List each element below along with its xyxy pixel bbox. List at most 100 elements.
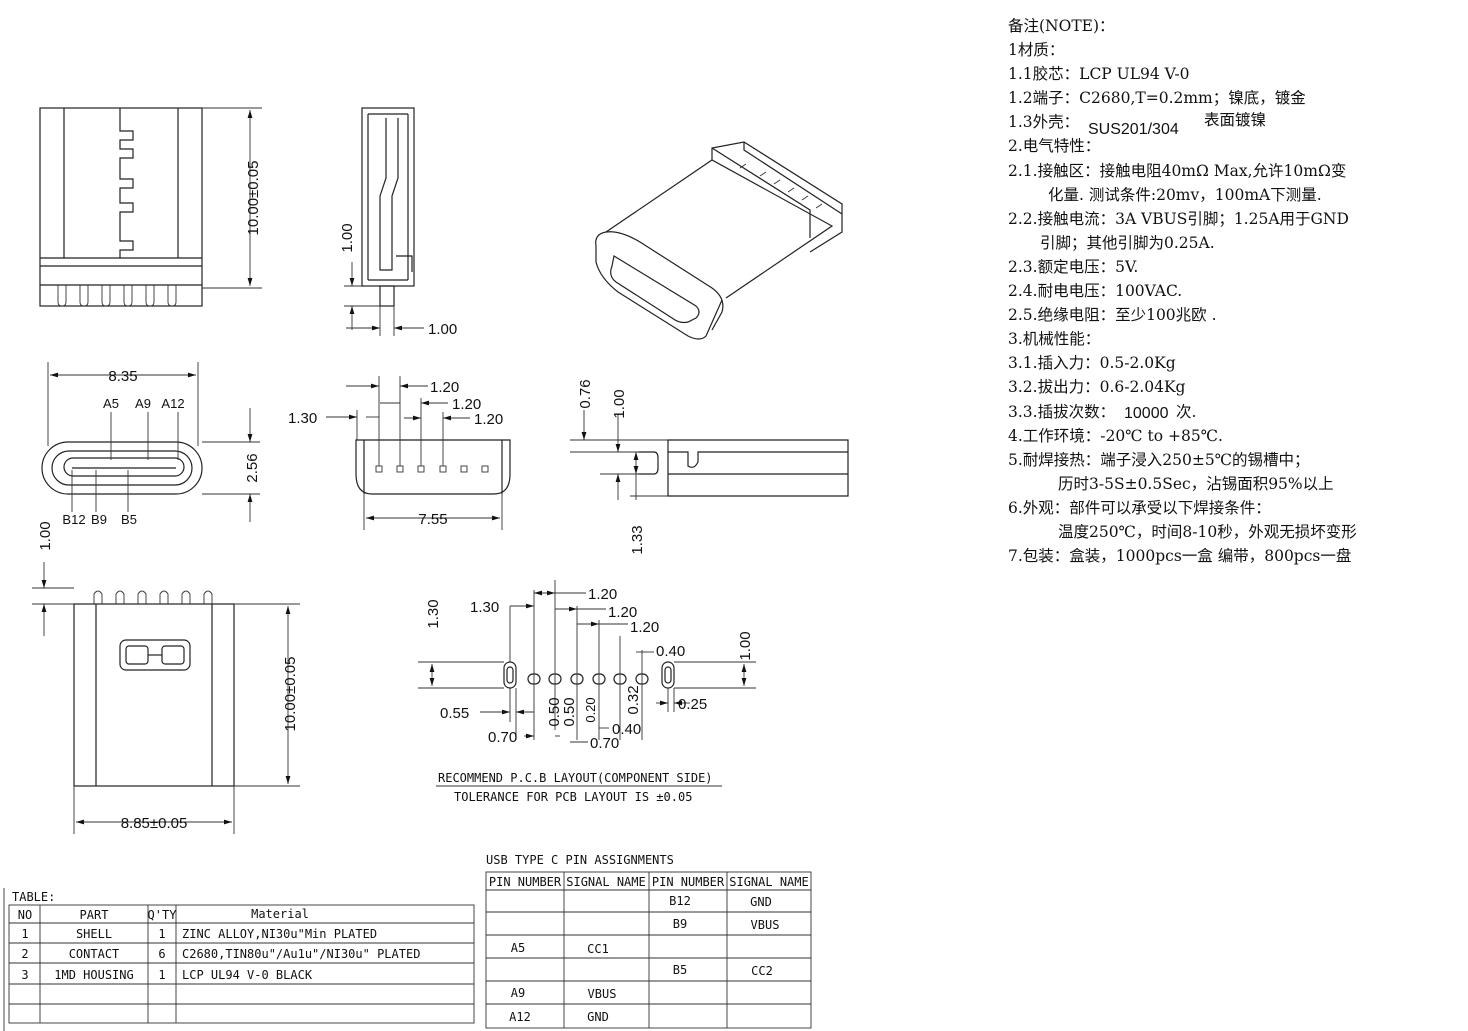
note-cycles-value: 10000 xyxy=(1124,404,1169,422)
bom-r1-part: SHELL xyxy=(76,927,112,941)
view-profile: 0.76 1.00 1.33 xyxy=(570,379,849,555)
pcb-0-55: 0.55 xyxy=(440,705,469,722)
note-line: 3.2.拔出力：0.6-2.04Kg xyxy=(1008,378,1186,397)
pin-h3: PIN NUMBER xyxy=(652,875,725,889)
note-line: 2.5.绝缘电阻：至少100兆欧 . xyxy=(1008,306,1217,325)
note-line: 6.外观：部件可以承受以下焊接条件： xyxy=(1008,498,1271,517)
pin-r2-c3: B9 xyxy=(673,917,687,931)
note-line-cycles: 3.3.插拔次数： 10000 次. xyxy=(1008,400,1458,424)
pcb-0-25: 0.25 xyxy=(678,696,707,713)
dim-1-00-c: 1.00 xyxy=(611,389,628,418)
pin-h4: SIGNAL NAME xyxy=(729,875,808,889)
pin-r1-c4: GND xyxy=(750,895,772,909)
pcb-0-40-b: 0.40 xyxy=(612,721,641,738)
bom-caption: TABLE: xyxy=(12,890,55,904)
pin-table: USB TYPE C PIN ASSIGNMENTS PIN NUMBER SI… xyxy=(485,853,812,1029)
dim-1-20-c: 1.20 xyxy=(474,411,503,428)
bom-r3-qty: 1 xyxy=(158,968,165,982)
note-line: 7.包装：盒装，1000pcs一盒 编带，800pcs一盘 xyxy=(1008,547,1352,566)
pin-r4-c3: B5 xyxy=(673,963,687,977)
dim-7-55: 7.55 xyxy=(418,511,447,528)
bom-r1-mat: ZINC ALLOY,NI30u"Min PLATED xyxy=(182,927,377,941)
note-line: 2.2.接触电流：3A VBUS引脚；1.25A用于GND xyxy=(1008,209,1349,228)
pcb-1-20-1: 1.20 xyxy=(588,586,617,603)
bom-table: TABLE: NO PART Q'TY Material 1 SHELL 1 Z… xyxy=(3,888,475,1031)
dim-8-35: 8.35 xyxy=(108,368,137,385)
note-line: 4.工作环境：-20℃ to +85℃. xyxy=(1008,426,1223,445)
note-line: 2.4.耐电电压：100VAC. xyxy=(1008,282,1183,301)
label-b5: B5 xyxy=(121,512,137,527)
dim-1-00-d: 1.00 xyxy=(37,521,54,550)
view-top: 10.00±0.05 xyxy=(39,107,262,307)
view-bottom: 1.00 10.00±0.05 8.85±0.05 xyxy=(32,521,300,834)
notes-panel: 备注(NOTE)： 1材质： 1.1胶芯：LCP UL94 V-0 1.2端子：… xyxy=(1008,14,1458,568)
note-line: 2.3.额定电压：5V. xyxy=(1008,257,1139,276)
note-line: 2.1.接触区：接触电阻40mΩ Max,允许10mΩ变 xyxy=(1008,161,1347,180)
note-line: 5.耐焊接热：端子浸入250±5℃的锡槽中； xyxy=(1008,450,1310,469)
note-cycles-label: 3.3.插拔次数： xyxy=(1008,402,1116,421)
note-line: 1.2端子：C2680,T=0.2mm；镍底，镀金 xyxy=(1008,89,1306,108)
pin-r4-c4: CC2 xyxy=(751,964,773,978)
label-a9: A9 xyxy=(135,396,151,411)
view-housing: 1.20 1.20 1.20 1.30 7.55 xyxy=(288,376,511,530)
pcb-1-30-v: 1.30 xyxy=(425,599,442,628)
dim-1-20-a: 1.20 xyxy=(430,379,459,396)
view-isometric xyxy=(595,141,843,340)
pcb-0-70-a: 0.70 xyxy=(488,729,517,746)
pin-r5-c1: A9 xyxy=(511,986,525,1000)
pcb-title: RECOMMEND P.C.B LAYOUT(COMPONENT SIDE) xyxy=(438,771,713,785)
dim-2-56: 2.56 xyxy=(244,453,261,482)
note-shell-finish: 表面镀镍 xyxy=(1204,111,1267,130)
note-line: 2.电气特性： xyxy=(1008,137,1101,156)
dim-1-00-b: 1.00 xyxy=(428,321,457,338)
note-line: 3.1.插入力：0.5-2.0Kg xyxy=(1008,354,1176,373)
bom-r3-part: 1MD HOUSING xyxy=(54,968,133,982)
notes-title: 备注(NOTE)： xyxy=(1008,17,1115,35)
dim-10-bot: 10.00±0.05 xyxy=(282,657,299,732)
note-line: 化量. 测试条件:20mv，100mA下测量. xyxy=(1048,185,1322,204)
pin-r1-c3: B12 xyxy=(669,894,691,908)
pin-r6-c2: GND xyxy=(587,1010,609,1024)
bom-r2-qty: 6 xyxy=(158,947,165,961)
pcb-0-50-b: 0.50 xyxy=(561,697,578,726)
pin-caption: USB TYPE C PIN ASSIGNMENTS xyxy=(486,853,674,867)
note-line: 1.1胶芯：LCP UL94 V-0 xyxy=(1008,65,1190,84)
dim-10-top: 10.00±0.05 xyxy=(245,161,262,236)
note-line-shell: 1.3外壳： SUS201/304 表面镀镍 xyxy=(1008,110,1458,138)
pcb-1-20-3: 1.20 xyxy=(630,619,659,636)
bom-r1-qty: 1 xyxy=(158,927,165,941)
pcb-0-20: 0.20 xyxy=(583,697,598,722)
note-line: 1材质： xyxy=(1008,41,1065,60)
label-b9: B9 xyxy=(91,512,107,527)
view-side: 1.00 1.00 xyxy=(339,107,457,338)
bom-r1-no: 1 xyxy=(21,927,28,941)
pcb-tolerance: TOLERANCE FOR PCB LAYOUT IS ±0.05 xyxy=(454,790,692,804)
bom-r2-part: CONTACT xyxy=(69,947,120,961)
pin-r2-c4: VBUS xyxy=(751,918,780,932)
dim-1-20-b: 1.20 xyxy=(452,396,481,413)
pin-r3-c2: CC1 xyxy=(587,942,609,956)
pcb-0-70-b: 0.70 xyxy=(590,735,619,752)
pin-h1: PIN NUMBER xyxy=(489,875,562,889)
pcb-0-50-a: 0.50 xyxy=(546,697,563,726)
label-b12: B12 xyxy=(62,512,85,527)
pcb-1-00-r: 1.00 xyxy=(737,631,754,660)
bom-r2-no: 2 xyxy=(21,947,28,961)
dim-1-00-a: 1.00 xyxy=(339,223,356,252)
dim-8-85: 8.85±0.05 xyxy=(121,815,188,832)
pin-h2: SIGNAL NAME xyxy=(566,875,645,889)
pcb-1-30-h: 1.30 xyxy=(470,599,499,616)
pin-r6-c1: A12 xyxy=(509,1010,531,1024)
bom-r3-mat: LCP UL94 V-0 BLACK xyxy=(182,968,313,982)
label-a12: A12 xyxy=(161,396,184,411)
note-line: 历时3-5S±0.5Sec，沾锡面积95%以上 xyxy=(1058,474,1334,493)
pcb-0-40-t: 0.40 xyxy=(656,643,685,660)
pcb-0-32: 0.32 xyxy=(625,685,642,714)
note-line: 引脚；其他引脚为0.25A. xyxy=(1040,233,1215,252)
label-a5: A5 xyxy=(103,396,119,411)
pin-r3-c1: A5 xyxy=(511,941,525,955)
bom-h-no: NO xyxy=(18,908,32,922)
dim-0-76: 0.76 xyxy=(577,379,594,408)
pcb-1-20-2: 1.20 xyxy=(608,604,637,621)
